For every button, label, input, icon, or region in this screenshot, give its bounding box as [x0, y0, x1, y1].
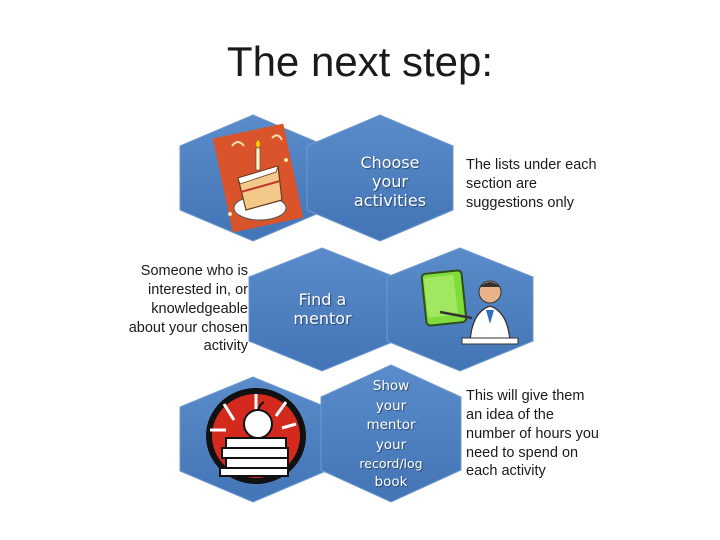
mentor-line-1: Find a	[270, 290, 375, 309]
note-mentor-description: Someone who is interested in, or knowled…	[80, 262, 248, 356]
note-suggestions-line-1: The lists under each	[466, 156, 656, 175]
choose-line-3: activities	[335, 191, 445, 210]
choose-line-1: Choose	[335, 153, 445, 172]
note-mentor-line-4: about your chosen	[80, 319, 248, 338]
note-hours-line-1: This will give them	[466, 387, 656, 406]
note-hours: This will give them an idea of the numbe…	[466, 387, 656, 481]
hex-label-find-mentor: Find a mentor	[270, 290, 375, 328]
note-hours-line-2: an idea of the	[466, 406, 656, 425]
show-line-3: mentor	[341, 416, 441, 436]
note-hours-line-4: need to spend on	[466, 444, 656, 463]
note-suggestions: The lists under each section are suggest…	[466, 156, 656, 213]
note-mentor-line-2: interested in, or	[80, 281, 248, 300]
mentor-line-2: mentor	[270, 309, 375, 328]
choose-line-2: your	[335, 172, 445, 191]
show-line-4: your	[341, 436, 441, 456]
note-hours-line-3: number of hours you	[466, 425, 656, 444]
hex-label-show-mentor: Show your mentor your record/log book	[341, 377, 441, 493]
show-line-6: book	[341, 473, 441, 493]
note-mentor-line-5: activity	[80, 337, 248, 356]
note-mentor-line-1: Someone who is	[80, 262, 248, 281]
note-hours-line-5: each activity	[466, 462, 656, 481]
hex-label-choose-activities: Choose your activities	[335, 153, 445, 211]
show-line-5: record/log	[341, 455, 441, 473]
show-line-2: your	[341, 397, 441, 417]
apple-and-books-icon	[206, 388, 306, 484]
note-suggestions-line-2: section are	[466, 175, 656, 194]
show-line-1: Show	[341, 377, 441, 397]
note-suggestions-line-3: suggestions only	[466, 194, 656, 213]
note-mentor-line-3: knowledgeable	[80, 300, 248, 319]
